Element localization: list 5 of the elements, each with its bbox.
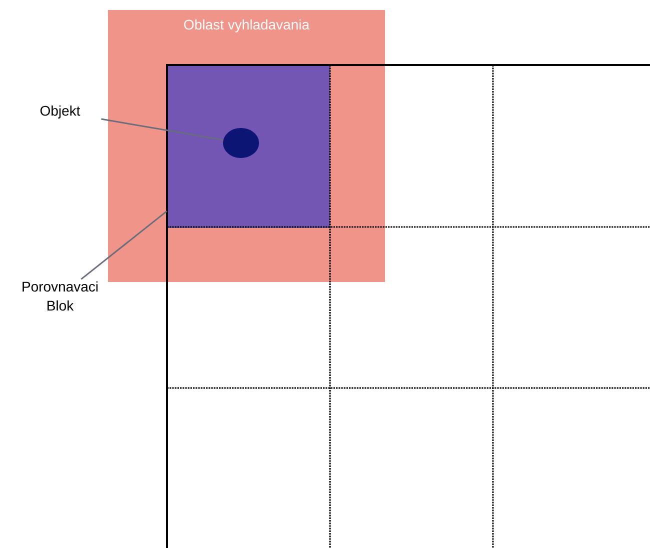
callout-text: Porovnavaci Blok	[22, 281, 98, 311]
object-dot	[223, 128, 259, 158]
leader-line	[80, 210, 168, 280]
callout-text: Objekt	[40, 105, 80, 119]
comparison-block	[167, 65, 330, 228]
